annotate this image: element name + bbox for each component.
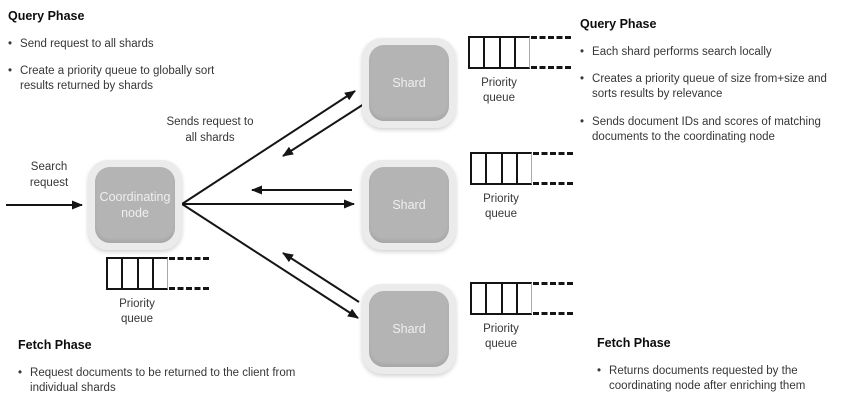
list-item: • Returns documents requested by the coo… — [597, 364, 832, 394]
search-request-label: Search request — [29, 161, 69, 189]
query-phase-right-heading: Query Phase — [580, 17, 657, 31]
coordinating-node-body: Coordinating node — [95, 167, 175, 243]
bullet-text: Sends document IDs and scores of matchin… — [592, 115, 821, 143]
list-item: • Creates a priority queue of size from+… — [580, 72, 852, 102]
priority-queue-dashes — [533, 152, 573, 185]
fetch-phase-left-panel: Fetch Phase • Request documents to be re… — [18, 338, 303, 401]
priority-queue-glyph — [470, 282, 573, 315]
bullet-marker: • — [597, 365, 602, 377]
query-phase-right-panel: Query Phase • Each shard performs search… — [580, 17, 852, 157]
arrow-return-shard-top — [282, 103, 365, 157]
priority-queue-shard-top: Priority queue — [468, 36, 571, 106]
list-item: • Sends document IDs and scores of match… — [580, 115, 852, 145]
query-phase-left-heading: Query Phase — [8, 9, 85, 23]
priority-queue-coordinating: Priority queue — [106, 257, 209, 327]
bullet-text: Returns documents requested by the coord… — [609, 365, 806, 393]
coordinating-node: Coordinating node — [88, 160, 182, 250]
priority-queue-dashes — [533, 282, 573, 315]
bullet-marker: • — [580, 115, 585, 128]
priority-queue-shard-middle: Priority queue — [470, 152, 573, 222]
priority-queue-cells — [470, 152, 532, 185]
priority-queue-glyph — [470, 152, 573, 185]
fetch-phase-right-panel: Fetch Phase • Returns documents requeste… — [597, 336, 832, 401]
fetch-phase-left-heading: Fetch Phase — [18, 338, 92, 352]
bullet-text: Request documents to be returned to the … — [30, 367, 296, 395]
bullet-marker: • — [18, 367, 23, 379]
bullet-marker: • — [580, 46, 585, 58]
priority-queue-shard-bottom: Priority queue — [470, 282, 573, 352]
priority-queue-label: Priority queue — [483, 193, 519, 220]
priority-queue-glyph — [468, 36, 571, 69]
shard-label: Shard — [392, 197, 426, 212]
priority-queue-cells — [470, 282, 532, 315]
priority-queue-label: Priority queue — [483, 323, 519, 350]
bullet-marker: • — [580, 73, 585, 86]
bullet-text: Each shard performs search locally — [592, 46, 772, 58]
list-item: • Each shard performs search locally — [580, 45, 852, 60]
bullet-text: Create a priority queue to globally sort… — [20, 65, 215, 93]
list-item: • Create a priority queue to globally so… — [8, 64, 248, 94]
priority-queue-glyph — [106, 257, 209, 290]
shard-bottom-body: Shard — [369, 291, 449, 367]
arrow-return-shard-bottom — [282, 252, 360, 303]
shard-label: Shard — [392, 321, 426, 336]
sends-request-label: Sends request to all shards — [166, 116, 254, 144]
priority-queue-dashes — [531, 36, 571, 69]
bullet-text: Creates a priority queue of size from+si… — [592, 73, 827, 101]
shard-middle: Shard — [362, 160, 456, 250]
shard-middle-body: Shard — [369, 167, 449, 243]
list-item: • Send request to all shards — [8, 37, 248, 52]
arrow-to-shard-top — [181, 90, 356, 205]
shard-bottom: Shard — [362, 284, 456, 374]
priority-queue-label: Priority queue — [119, 298, 155, 325]
priority-queue-label: Priority queue — [481, 77, 517, 104]
bullet-text: Send request to all shards — [20, 38, 154, 50]
shard-top: Shard — [362, 38, 456, 128]
priority-queue-cells — [468, 36, 530, 69]
bullet-marker: • — [8, 38, 13, 50]
shard-label: Shard — [392, 75, 426, 90]
coordinating-node-label: Coordinating node — [99, 189, 171, 220]
shard-top-body: Shard — [369, 45, 449, 121]
fetch-phase-right-heading: Fetch Phase — [597, 336, 671, 350]
list-item: • Request documents to be returned to th… — [18, 366, 303, 396]
query-phase-left-panel: Query Phase • Send request to all shards… — [8, 9, 248, 107]
priority-queue-dashes — [169, 257, 209, 290]
bullet-marker: • — [8, 65, 13, 78]
priority-queue-cells — [106, 257, 168, 290]
